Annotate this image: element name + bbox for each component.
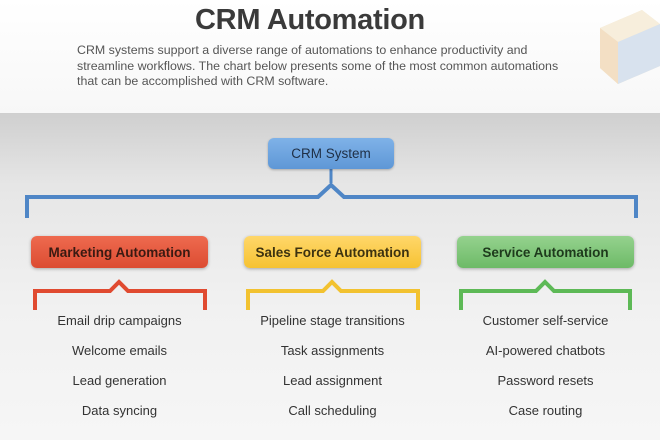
list-item: Call scheduling (288, 403, 377, 418)
service-items-list: Customer self-service AI-powered chatbot… (457, 313, 634, 433)
cube-decoration-icon (600, 10, 660, 84)
sales-items-list: Pipeline stage transitions Task assignme… (244, 313, 421, 433)
list-item: Password resets (497, 373, 594, 388)
marketing-automation-box: Marketing Automation (31, 236, 208, 268)
intro-text: CRM systems support a diverse range of a… (77, 43, 559, 88)
list-item: Data syncing (81, 403, 158, 418)
list-item: Pipeline stage transitions (260, 313, 405, 328)
list-item: Customer self-service (482, 313, 609, 328)
list-item: Lead assignment (282, 373, 382, 388)
page-title: CRM Automation (195, 4, 425, 36)
list-item: Case routing (508, 403, 583, 418)
list-item: Email drip campaigns (57, 313, 182, 328)
list-item: AI-powered chatbots (485, 343, 606, 358)
service-automation-box: Service Automation (457, 236, 634, 268)
header: CRM Automation CRM systems support a div… (0, 0, 660, 113)
list-item: Task assignments (280, 343, 385, 358)
crm-system-box: CRM System (268, 138, 394, 169)
list-item: Welcome emails (71, 343, 168, 358)
sales-force-automation-box: Sales Force Automation (244, 236, 421, 268)
list-item: Lead generation (72, 373, 167, 388)
marketing-items-list: Email drip campaigns Welcome emails Lead… (31, 313, 208, 433)
